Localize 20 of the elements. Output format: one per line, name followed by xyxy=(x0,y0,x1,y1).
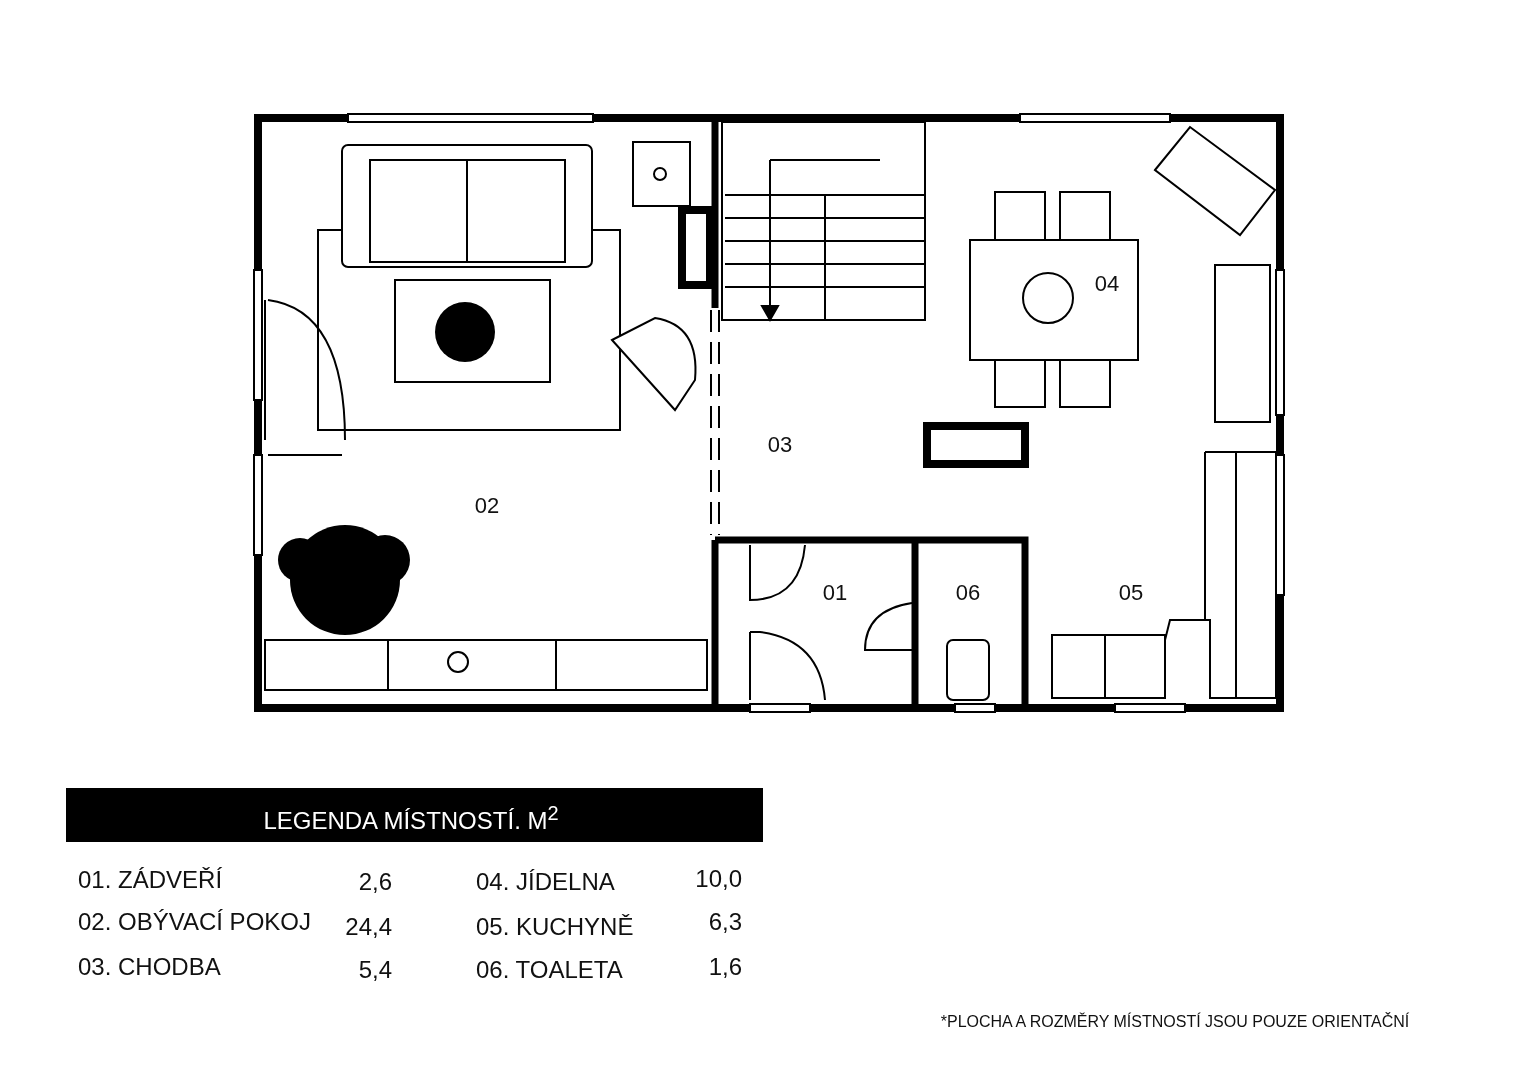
area-value: 10,0 xyxy=(695,867,742,891)
area-value: 24,4 xyxy=(345,915,392,939)
room-name: 01. ZÁDVEŘÍ xyxy=(78,868,223,892)
room-number: 01 xyxy=(822,582,848,604)
room-name: 03. CHODBA xyxy=(78,955,221,979)
area-value: 5,4 xyxy=(358,958,392,982)
room-number: 03 xyxy=(767,434,793,456)
room-number: 02 xyxy=(474,495,500,517)
area-value: 2,6 xyxy=(358,870,392,894)
room-name: 04. JÍDELNA xyxy=(476,870,615,894)
legend-heading: LEGENDA MÍSTNOSTÍ. M$^{2}$ xyxy=(263,803,559,833)
room-name: 06. TOALETA xyxy=(476,958,623,982)
footnote: *PLOCHA A ROZMĚRY MÍSTNOSTÍ JSOU POUZE ORIENTAČNÍ xyxy=(940,1014,1410,1030)
room-name: 02. OBÝVACÍ POKOJ xyxy=(78,910,311,934)
area-value: 1,6 xyxy=(708,955,742,979)
room-number: 04 xyxy=(1094,273,1120,295)
room-name: 05. KUCHYNĚ xyxy=(476,915,634,939)
room-number: 05 xyxy=(1118,582,1144,604)
area-value: 6,3 xyxy=(708,910,742,934)
room-number: 06 xyxy=(955,582,981,604)
